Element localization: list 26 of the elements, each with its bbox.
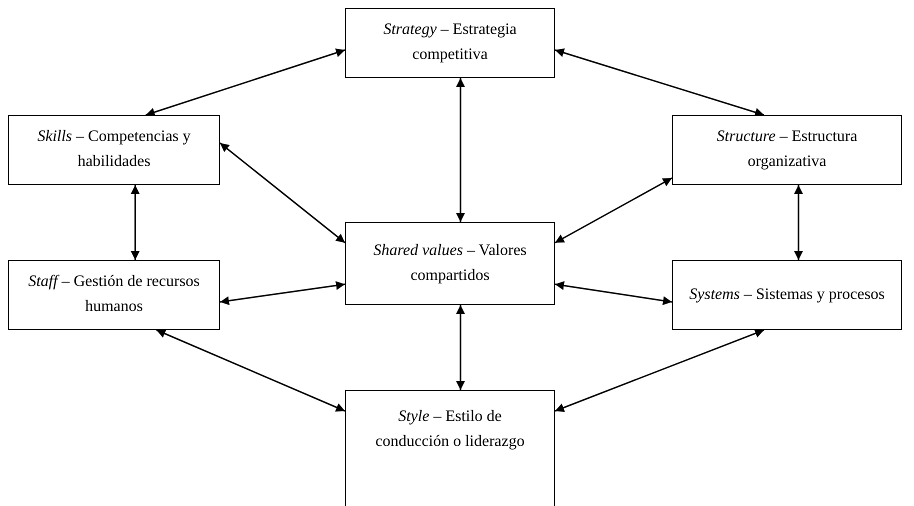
concept-box — [345, 8, 555, 78]
concept-box — [672, 260, 902, 330]
box-text: Skills – Competencias y habilidades — [36, 127, 192, 172]
double-arrow — [220, 281, 346, 306]
double-arrow — [156, 329, 346, 412]
double-arrow — [554, 48, 764, 117]
double-arrow — [794, 185, 803, 260]
double-arrow — [130, 185, 140, 260]
double-arrow — [456, 78, 465, 222]
double-arrow — [554, 329, 764, 412]
double-arrow — [554, 281, 672, 306]
concept-box — [345, 222, 555, 305]
double-arrow — [146, 48, 346, 116]
box-text: Staff – Gestión de recursos humanos — [27, 272, 201, 317]
box-text: Strategy – Estrategia competitiva — [382, 20, 518, 65]
box-text: Style – Estilo de conducción o liderazgo — [374, 407, 526, 452]
concept-box — [8, 115, 220, 185]
concept-box — [345, 390, 555, 506]
box-text: Shared values – Valores compartidos — [372, 240, 528, 286]
concept-box — [8, 260, 220, 330]
double-arrow — [554, 177, 672, 244]
double-arrow — [456, 305, 465, 390]
box-text: Structure – Estructura organizativa — [716, 127, 858, 172]
concept-box — [672, 115, 902, 185]
box-text: Systems – Sistemas y procesos — [689, 284, 885, 305]
double-arrow — [220, 142, 346, 244]
